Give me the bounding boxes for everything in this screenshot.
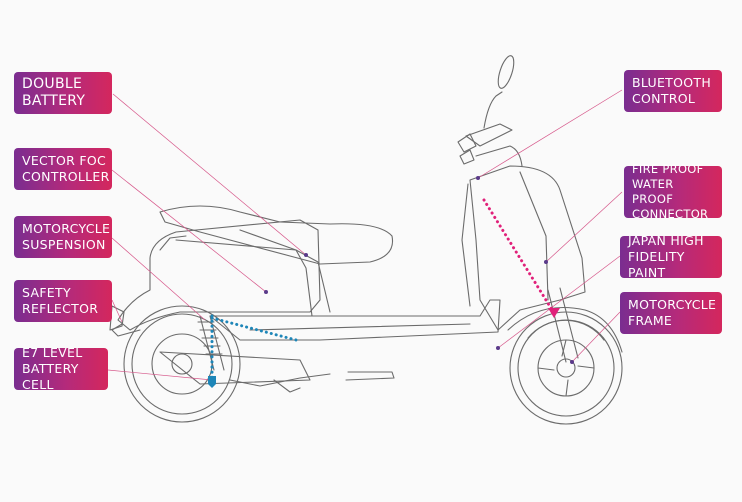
label-motorcycle-frame: MOTORCYCLE FRAME (620, 292, 722, 334)
label-double-battery: DOUBLE BATTERY (14, 72, 112, 114)
label-fire-proof-connector: FIRE PROOF WATER PROOF CONNECTOR (624, 162, 722, 221)
front-fender (507, 307, 623, 353)
label-motorcycle-suspension: MOTORCYCLE SUSPENSION (14, 216, 112, 258)
label-e7-battery-cell: E7 LEVEL BATTERY CELL (14, 345, 108, 392)
handlebar (457, 55, 523, 167)
label-safety-reflector: SAFETY REFLECTOR (14, 280, 112, 322)
leader-lines (107, 89, 623, 381)
scooter-illustration (109, 55, 623, 425)
floorboard (209, 299, 501, 341)
anchor-dots (264, 176, 574, 364)
label-vector-foc-controller: VECTOR FOC CONTROLLER (14, 148, 112, 190)
seat (159, 205, 394, 265)
front-fork (547, 287, 579, 363)
front-wheel (509, 311, 623, 425)
rear-body (117, 219, 321, 331)
frame-dotted-path (208, 198, 560, 388)
rear-reflector (109, 305, 125, 331)
label-japan-high-fidelity-paint: JAPAN HIGH FIDELITY PAINT (620, 233, 722, 280)
front-body (469, 165, 586, 331)
label-bluetooth-control: BLUETOOTH CONTROL (624, 70, 722, 112)
rear-suspension (159, 315, 395, 393)
